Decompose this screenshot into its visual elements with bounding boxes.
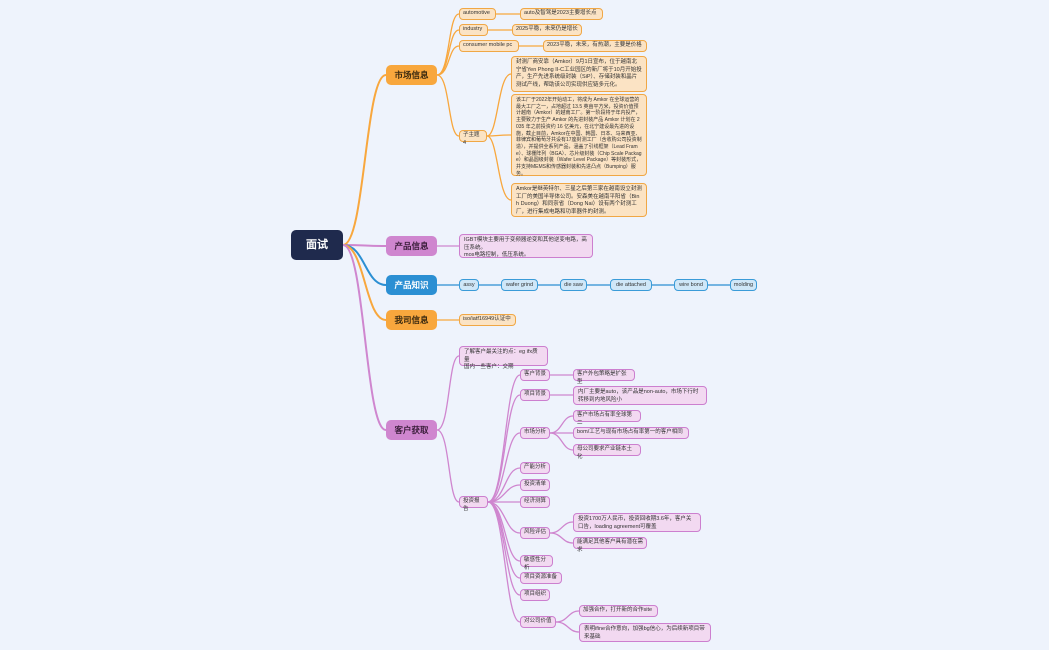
node-investment-report[interactable]: 投资报告	[459, 496, 488, 512]
node-market-analysis-d1[interactable]: 客户市场占有率全球第二	[573, 410, 641, 426]
node-consumer[interactable]: consumer mobile pc	[459, 40, 519, 52]
node-market-analysis-d2[interactable]: bom/工艺与现有市场占有率第一的客户相同	[573, 427, 689, 439]
node-risk-assessment[interactable]: 风险评估	[520, 527, 550, 539]
category-knowledge[interactable]: 产品知识	[386, 275, 437, 295]
node-company-value[interactable]: 对公司价值	[520, 616, 556, 628]
node-automotive[interactable]: automotive	[459, 8, 496, 20]
node-automotive-desc[interactable]: auto及智驾是2023主要增长点	[520, 8, 603, 20]
category-product[interactable]: 产品信息	[386, 236, 437, 256]
node-company-desc[interactable]: iso/iatf16949认证中	[459, 314, 516, 326]
node-industry[interactable]: industry	[459, 24, 488, 36]
product-desc-line-2: mos电路控制，低压系统。	[464, 252, 530, 258]
process-assy[interactable]: assy	[459, 279, 479, 291]
node-sensitivity-analysis[interactable]: 敏感性分析	[520, 555, 553, 571]
product-desc-line-1: IGBT模块主要用于变频器逆变和其他逆变电路，高压系统。	[464, 237, 587, 251]
root-node[interactable]: 面试	[291, 230, 343, 260]
category-customer[interactable]: 客户获取	[386, 420, 437, 440]
process-die-attached[interactable]: die attached	[610, 279, 652, 291]
node-capacity-analysis[interactable]: 产能分析	[520, 462, 550, 474]
node-investment-list[interactable]: 投资清单	[520, 479, 550, 491]
node-market-analysis[interactable]: 市场分析	[520, 427, 550, 439]
node-industry-desc[interactable]: 2025平稳，未来仍是增长	[512, 24, 582, 36]
node-market-para-1[interactable]: 封测厂商安靠（Amkor）9月1日宣布，位于越南北宁省Yen Phong II-…	[511, 56, 647, 92]
node-company-value-d2[interactable]: 表明ifine合作意向，加强bg信心，为后续新项目带来基础	[579, 623, 711, 642]
process-wire-bond[interactable]: wire bond	[674, 279, 708, 291]
category-market[interactable]: 市场信息	[386, 65, 437, 85]
node-company-value-d1[interactable]: 加强合作，打开新的合作site	[579, 605, 658, 617]
node-customer-understand[interactable]: 了解客户最关注的点：eg ifx质量 国内一些客户：交期	[459, 346, 548, 370]
node-project-resources[interactable]: 项目资源准备	[520, 572, 562, 584]
node-market-analysis-d3[interactable]: 母公司要求产业链本土化	[573, 444, 641, 460]
understand-line-2: 国内一些客户：交期	[464, 364, 514, 370]
process-molding[interactable]: molding	[730, 279, 757, 291]
node-risk-d1[interactable]: 投资1700万人民币，投资回收期3.6年，客户关口告，loading agree…	[573, 513, 701, 532]
node-market-para-3[interactable]: Amkor是继英特尔、三星之后第三家在越南设立封测工厂的美国半导体公司。安森美在…	[511, 183, 647, 217]
node-project-org[interactable]: 项目组织	[520, 589, 550, 601]
process-wafer-grind[interactable]: wafer grind	[501, 279, 538, 291]
node-customer-background[interactable]: 客户背景	[520, 369, 550, 381]
node-consumer-desc[interactable]: 2023平稳，未来，有热潮，主要是价格	[543, 40, 647, 52]
node-market-para-2[interactable]: 该工厂于2022年开始动工，将成为 Amkor 在全球运营的最大工厂之一，占地超…	[511, 94, 647, 177]
process-die-saw[interactable]: die saw	[560, 279, 587, 291]
understand-line-1: 了解客户最关注的点：eg ifx质量	[464, 349, 538, 363]
node-risk-d2[interactable]: 能满足其他客户具有潜在需求	[573, 537, 647, 553]
node-product-desc[interactable]: IGBT模块主要用于变频器逆变和其他逆变电路，高压系统。 mos电路控制，低压系…	[459, 234, 593, 258]
node-subtopic-4[interactable]: 子主题 4	[459, 130, 487, 146]
node-project-background[interactable]: 项目背景	[520, 389, 550, 401]
node-economic-calc[interactable]: 经济测算	[520, 496, 550, 508]
node-customer-background-desc[interactable]: 客户外包策略是扩张型	[573, 369, 635, 385]
category-company[interactable]: 我司信息	[386, 310, 437, 330]
node-project-background-desc[interactable]: 内厂主要是auto，该产品是non-auto，市场下行时转移到内地风险小	[573, 386, 707, 405]
